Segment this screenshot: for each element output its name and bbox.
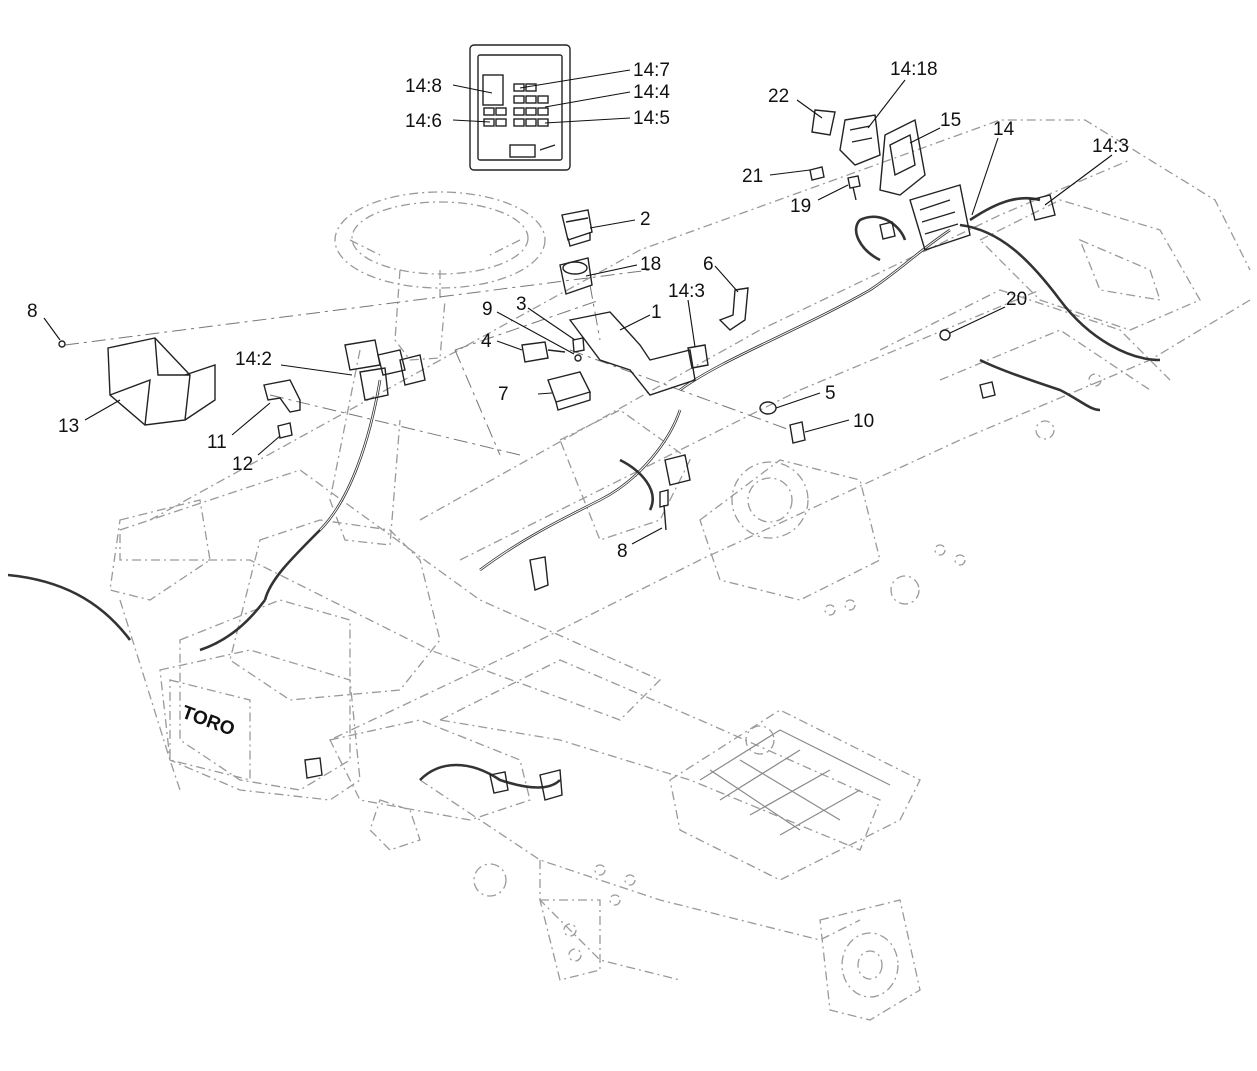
callout-20: 20	[1006, 289, 1027, 310]
part-2-switch	[561, 209, 593, 241]
callout-7: 7	[498, 384, 509, 405]
part-10-plug	[789, 421, 806, 444]
callout-3: 3	[516, 294, 527, 315]
part-7-module	[547, 371, 592, 403]
callout-13: 13	[58, 416, 79, 437]
callout-14-5: 14:5	[633, 108, 670, 129]
callout-14-3-right: 14:3	[1092, 136, 1129, 157]
part-13-shield	[107, 337, 191, 426]
callout-14-2: 14:2	[235, 349, 272, 370]
callout-14-8: 14:8	[405, 76, 442, 97]
callout-8-lower: 8	[617, 541, 628, 562]
part-18-switch	[559, 257, 593, 295]
part-19-bolt	[847, 175, 861, 201]
callout-9: 9	[482, 299, 493, 320]
toro-logo: TORO	[179, 702, 237, 740]
callout-15: 15	[940, 110, 961, 131]
callout-14: 14	[993, 119, 1015, 140]
part-3-plug	[572, 337, 585, 353]
callout-14-6: 14:6	[405, 111, 442, 132]
callout-22: 22	[768, 86, 789, 107]
part-9-fastener	[574, 354, 582, 362]
callout-1: 1	[651, 302, 662, 323]
callout-4: 4	[481, 331, 492, 352]
callout-19: 19	[790, 196, 811, 217]
parts	[58, 109, 1056, 801]
callout-21: 21	[742, 166, 763, 187]
callout-11: 11	[207, 432, 227, 453]
callout-14-7: 14:7	[633, 60, 670, 81]
part-8-bolt-lower	[659, 489, 669, 531]
connector-14-2	[344, 339, 381, 371]
part-21-screw	[809, 166, 825, 181]
connector-14-3-right	[1029, 194, 1056, 221]
relay-14-18	[839, 114, 881, 166]
part-22-decal	[811, 109, 836, 136]
part-11-clamp	[263, 379, 301, 413]
callout-8-left: 8	[27, 301, 38, 322]
part-5-grommet	[759, 401, 777, 415]
callout-10: 10	[853, 411, 874, 432]
part-1-mount-plate	[568, 311, 696, 396]
callout-2: 2	[640, 209, 651, 230]
part-4-connector	[521, 341, 549, 363]
wire-harness	[7, 196, 1161, 789]
callout-6: 6	[703, 254, 714, 275]
callout-12: 12	[232, 454, 253, 475]
callout-labels: 14:8 14:7 14:4 14:6 14:5 14:18 22 15 14 …	[27, 59, 1129, 562]
connector-pins	[483, 83, 549, 127]
callout-14-3-left: 14:3	[668, 281, 705, 302]
connector-14-3-left	[687, 344, 709, 369]
tractor-frame	[109, 119, 1251, 1021]
part-6-lever	[718, 287, 749, 331]
part-12-nut	[277, 422, 293, 439]
callout-14-18: 14:18	[890, 59, 938, 80]
part-15-bracket	[879, 118, 926, 196]
part-20-nut	[939, 329, 951, 341]
callout-18: 18	[640, 254, 661, 275]
leader-lines	[43, 69, 1113, 545]
callout-5: 5	[825, 383, 836, 404]
callout-14-4: 14:4	[633, 82, 670, 103]
connector-pinout-detail	[469, 44, 571, 171]
part-8-screw-left	[58, 340, 66, 348]
